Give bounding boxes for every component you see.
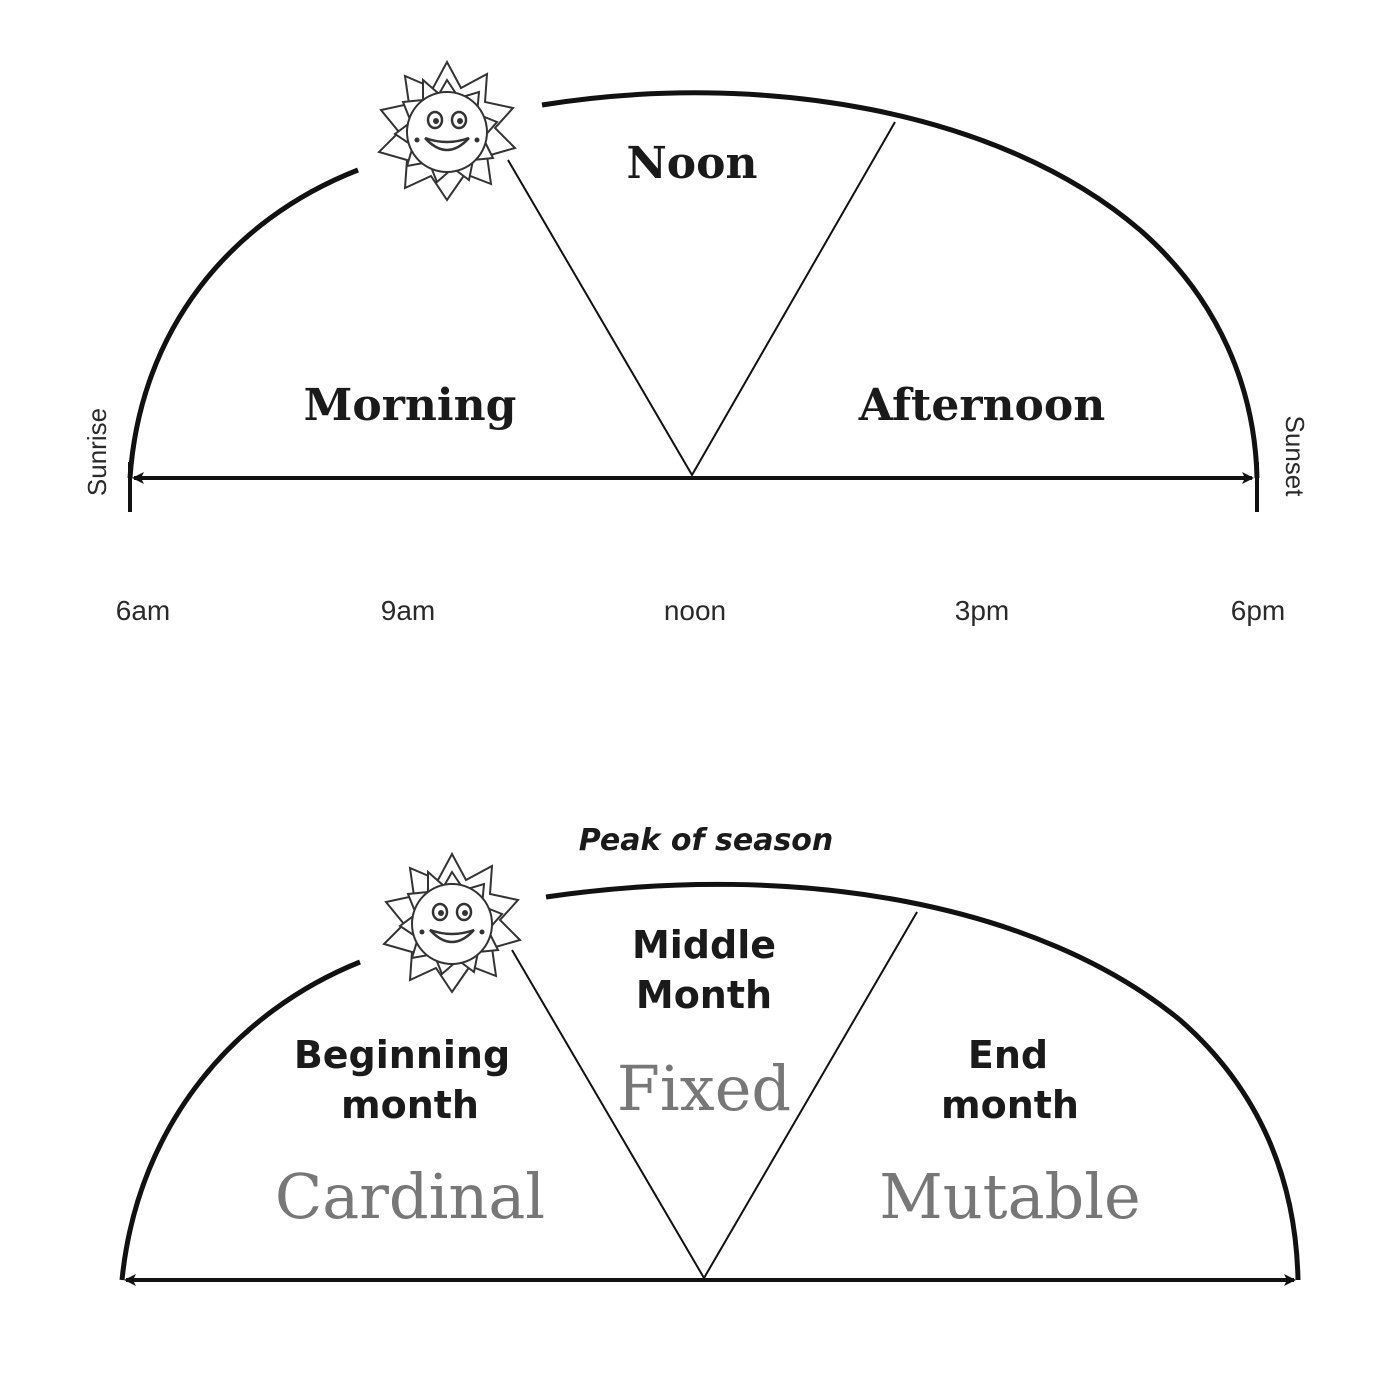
time-label: 6am <box>116 595 170 626</box>
segment-morning: Morning <box>304 380 517 431</box>
time-label: 6pm <box>1231 595 1285 626</box>
time-label: 3pm <box>955 595 1009 626</box>
time-label: noon <box>664 595 726 626</box>
modality-cardinal: Cardinal <box>275 1160 545 1233</box>
end-month-line1: End <box>968 1033 1048 1077</box>
day-arc-left <box>127 167 359 479</box>
middle-month-wedge <box>511 911 918 1280</box>
season-arc-right <box>545 881 1301 1281</box>
sun-icon <box>382 852 522 994</box>
segment-noon: Noon <box>627 138 758 189</box>
season-diagram: Peak of season Middle Month Fixed Beginn… <box>119 823 1301 1286</box>
end-month-line2: month <box>941 1083 1079 1127</box>
modality-mutable: Mutable <box>879 1160 1141 1233</box>
peak-of-season-label: Peak of season <box>579 823 834 858</box>
modality-fixed: Fixed <box>617 1052 791 1125</box>
middle-month-line1: Middle <box>632 923 776 967</box>
beginning-month-line1: Beginning <box>294 1033 510 1077</box>
time-labels: 6am 9am noon 3pm 6pm <box>116 595 1285 626</box>
segment-afternoon: Afternoon <box>858 380 1105 431</box>
season-arc-left <box>119 959 361 1281</box>
sunrise-label: Sunrise <box>82 408 112 496</box>
day-arc-right <box>541 90 1260 479</box>
middle-month-line2: Month <box>636 973 772 1017</box>
sun-icon <box>377 60 517 202</box>
time-label: 9am <box>381 595 435 626</box>
sunset-label: Sunset <box>1280 416 1310 498</box>
noon-wedge <box>507 121 896 477</box>
beginning-month-line2: month <box>341 1083 479 1127</box>
day-diagram: Noon Morning Afternoon Sunrise Sunset 6a… <box>82 60 1310 626</box>
